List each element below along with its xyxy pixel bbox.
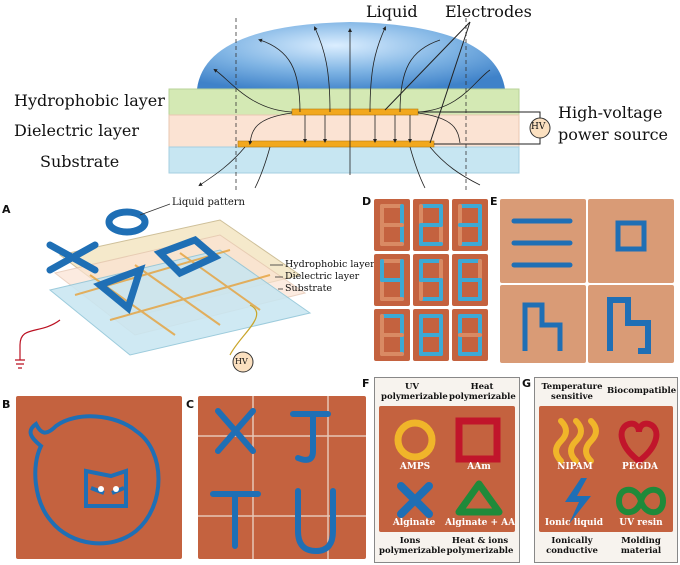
seven-segment-cell <box>374 254 410 306</box>
uv-resin-label: UV resin <box>619 518 663 528</box>
alginate-label: Alginate <box>392 518 436 528</box>
substrate-layer <box>168 146 520 174</box>
substrate-label: Substrate <box>40 152 120 171</box>
nipam-label: NIPAM <box>557 462 593 472</box>
panel-g-photo: NIPAM PEGDA Ionic liquid UV resin <box>539 406 673 532</box>
panel-d: D <box>362 193 488 365</box>
pattern-x <box>46 241 99 274</box>
panel-g-frame: Temperature sensitive Biocompatible NIPA… <box>534 377 678 563</box>
seven-segment-cell <box>413 254 449 306</box>
biocompatible-tag: Biocompatible <box>607 386 677 396</box>
molding-material-tag: Molding material <box>620 536 662 556</box>
amps-label: AMPS <box>399 462 431 472</box>
pegda-label: PEGDA <box>621 462 659 472</box>
panel-e-photo-note-1 <box>500 285 586 363</box>
seven-segment-cell <box>452 309 488 361</box>
heat-polymerizable-tag: Heat polymerizable <box>449 382 516 402</box>
panel-e-photo-lines <box>500 199 586 283</box>
panel-g: G Temperature sensitive Biocompatible NI… <box>522 375 678 563</box>
panel-d-letter: D <box>362 195 372 208</box>
panel-c-letter: C <box>186 398 195 411</box>
alginate-aam-label: Alginate + AAm <box>445 518 515 528</box>
liquid-droplet <box>197 22 505 89</box>
power-source-label-1: High-voltage <box>558 103 663 122</box>
bottom-electrode <box>237 140 435 148</box>
pattern-square <box>153 236 222 278</box>
seven-segment-cell <box>452 254 488 306</box>
seven-segment-cell <box>374 199 410 251</box>
panel-b-letter: B <box>2 398 11 411</box>
hydrophobic-layer-label: Hydrophobic layer <box>14 91 165 110</box>
panel-f-letter: F <box>362 377 370 390</box>
hv-source-symbol <box>529 117 551 139</box>
ions-polymerizable-tag: Ions polymerizable <box>379 536 446 556</box>
seven-segment-cell <box>413 199 449 251</box>
seven-segment-cell <box>452 199 488 251</box>
seven-segment-grid <box>374 199 488 363</box>
panel-a-drawing <box>15 203 312 373</box>
letter-j-shape <box>290 411 331 463</box>
panel-e-photo-note-2 <box>588 285 674 363</box>
schematic-drawing <box>168 18 551 190</box>
panel-f: F UV polymerizable Heat polymerizable AM… <box>362 375 522 563</box>
panel-e-letter: E <box>490 195 498 208</box>
panel-a-hv-symbol <box>232 351 254 373</box>
temperature-sensitive-tag: Temperature sensitive <box>541 382 603 402</box>
letter-x-shape <box>215 408 256 454</box>
panel-a: A Liquid pattern Hydrophobi <box>0 195 375 390</box>
ionic-liquid-label: Ionic liquid <box>544 518 604 528</box>
panel-e: E <box>490 193 678 365</box>
uv-polymerizable-tag: UV polymerizable <box>381 382 448 402</box>
panel-a-dielectric-label: Dielectric layer <box>285 271 360 282</box>
letter-u-shape <box>295 488 336 555</box>
schematic-diagram: Liquid Electrodes Hydrophobic layer Diel… <box>0 0 680 192</box>
aam-label: AAm <box>467 462 491 472</box>
liquid-label: Liquid <box>366 2 418 21</box>
power-source-label-2: power source <box>558 125 668 144</box>
panel-e-photo-square <box>588 199 674 283</box>
panel-b: B <box>0 392 184 562</box>
panel-c: C <box>186 392 368 562</box>
panel-b-photo <box>16 396 182 559</box>
dielectric-layer-label: Dielectric layer <box>14 121 140 140</box>
panel-a-letter: A <box>2 203 11 216</box>
pattern-ring <box>105 208 149 236</box>
electrodes-label: Electrodes <box>445 2 532 21</box>
heat-ions-polymerizable-tag: Heat & ions polymerizable <box>446 536 514 556</box>
panel-c-photo <box>198 396 366 559</box>
letter-t-shape <box>210 491 261 549</box>
hv-label: HV <box>531 122 546 132</box>
seven-segment-cell <box>374 309 410 361</box>
liquid-pattern-label: Liquid pattern <box>172 197 245 208</box>
panel-a-hydrophobic-label: Hydrophobic layer <box>285 259 375 270</box>
panel-a-substrate-label: Substrate <box>285 283 333 294</box>
panel-g-letter: G <box>522 377 532 390</box>
panel-a-hv-label: HV <box>235 357 248 366</box>
pattern-triangle <box>93 264 146 314</box>
top-electrode <box>291 108 419 116</box>
panel-f-photo: AMPS AAm Alginate Alginate + AAm <box>379 406 515 532</box>
panel-f-frame: UV polymerizable Heat polymerizable AMPS… <box>374 377 520 563</box>
seven-segment-cell <box>413 309 449 361</box>
ionically-conductive-tag: Ionically conductive <box>546 536 598 556</box>
